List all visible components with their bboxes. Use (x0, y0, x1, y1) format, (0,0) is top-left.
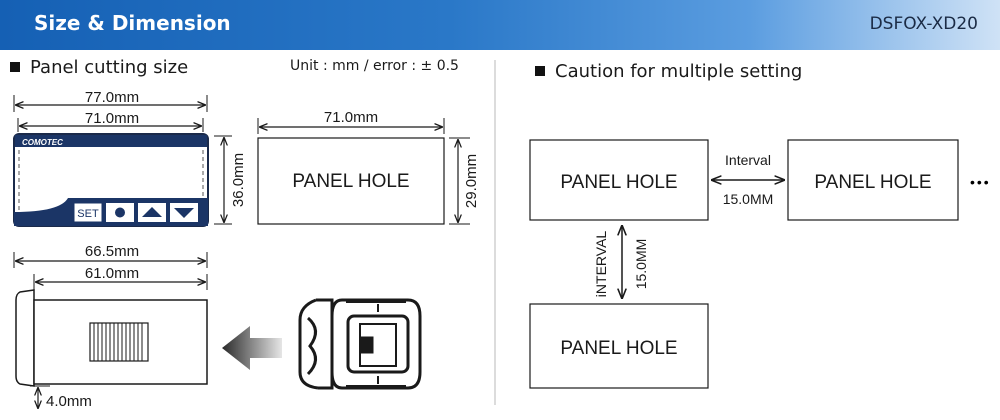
dim-hole-width: 71.0mm (257, 109, 445, 134)
more-holes-ellipsis: ••• (970, 174, 991, 190)
panel-hole-left (257, 137, 445, 225)
dim-width-inner: 71.0mm (17, 110, 204, 132)
dim-depth-outer: 66.5mm (13, 243, 208, 268)
interval-vertical-label: iNTERVAL (593, 231, 609, 298)
panel-hole-bottom (529, 303, 709, 389)
unit-note: Unit : mm / error : ± 0.5 (290, 58, 459, 74)
panel-hole-top-right-label: PANEL HOLE (814, 172, 931, 193)
section-title-panel-cutting: Panel cutting size (10, 57, 188, 78)
dim-height-front: 36.0mm (214, 135, 247, 225)
panel-hole-top-left-label: PANEL HOLE (560, 172, 677, 193)
section-title-multiple-setting-text: Caution for multiple setting (555, 61, 803, 82)
interval-vertical-value: 15.0MM (633, 239, 649, 290)
interval-vertical: iNTERVAL 15.0MM (593, 226, 649, 298)
interval-horizontal-value: 15.0MM (723, 191, 774, 207)
dim-bezel-label: 4.0mm (46, 393, 92, 410)
mounting-bracket-icon (298, 298, 422, 390)
dim-depth-inner: 61.0mm (33, 265, 208, 290)
dim-width-outer-label: 77.0mm (85, 89, 139, 106)
section-divider (494, 60, 496, 405)
dim-width-inner-label: 71.0mm (85, 110, 139, 127)
device-set-button: SET (77, 208, 99, 220)
insert-direction-arrow-icon (222, 326, 282, 370)
dim-height-front-label: 36.0mm (230, 153, 247, 207)
dim-hole-width-label: 71.0mm (324, 109, 378, 126)
section-title-multiple-setting: Caution for multiple setting (535, 61, 802, 82)
dim-depth-inner-label: 61.0mm (85, 265, 139, 282)
interval-horizontal-label: Interval (725, 152, 771, 168)
device-up-icon (142, 207, 162, 217)
dim-depth-outer-label: 66.5mm (85, 243, 139, 260)
bullet-icon (535, 66, 545, 76)
device-dot-icon (115, 207, 125, 218)
panel-hole-top-right (787, 139, 959, 221)
device-down-icon (174, 208, 194, 218)
device-front-view: COMOTEC SET (13, 133, 209, 227)
interval-horizontal: Interval 15.0MM (712, 152, 784, 207)
bullet-icon (10, 62, 20, 72)
dim-width-outer: 77.0mm (13, 89, 208, 112)
panel-hole-top-left (529, 139, 709, 221)
device-side-view (15, 289, 208, 387)
page-title: Size & Dimension (34, 11, 231, 35)
panel-hole-bottom-label: PANEL HOLE (560, 338, 677, 359)
section-title-panel-cutting-text: Panel cutting size (30, 57, 189, 78)
panel-hole-left-label: PANEL HOLE (292, 171, 409, 192)
header-bar: Size & Dimension DSFOX-XD20 (0, 0, 1000, 50)
dim-hole-height-label: 29.0mm (463, 154, 480, 208)
model-name: DSFOX-XD20 (869, 14, 978, 34)
dim-hole-height: 29.0mm (449, 137, 480, 225)
dim-bezel: 4.0mm (30, 385, 92, 410)
device-brand: COMOTEC (22, 138, 63, 147)
